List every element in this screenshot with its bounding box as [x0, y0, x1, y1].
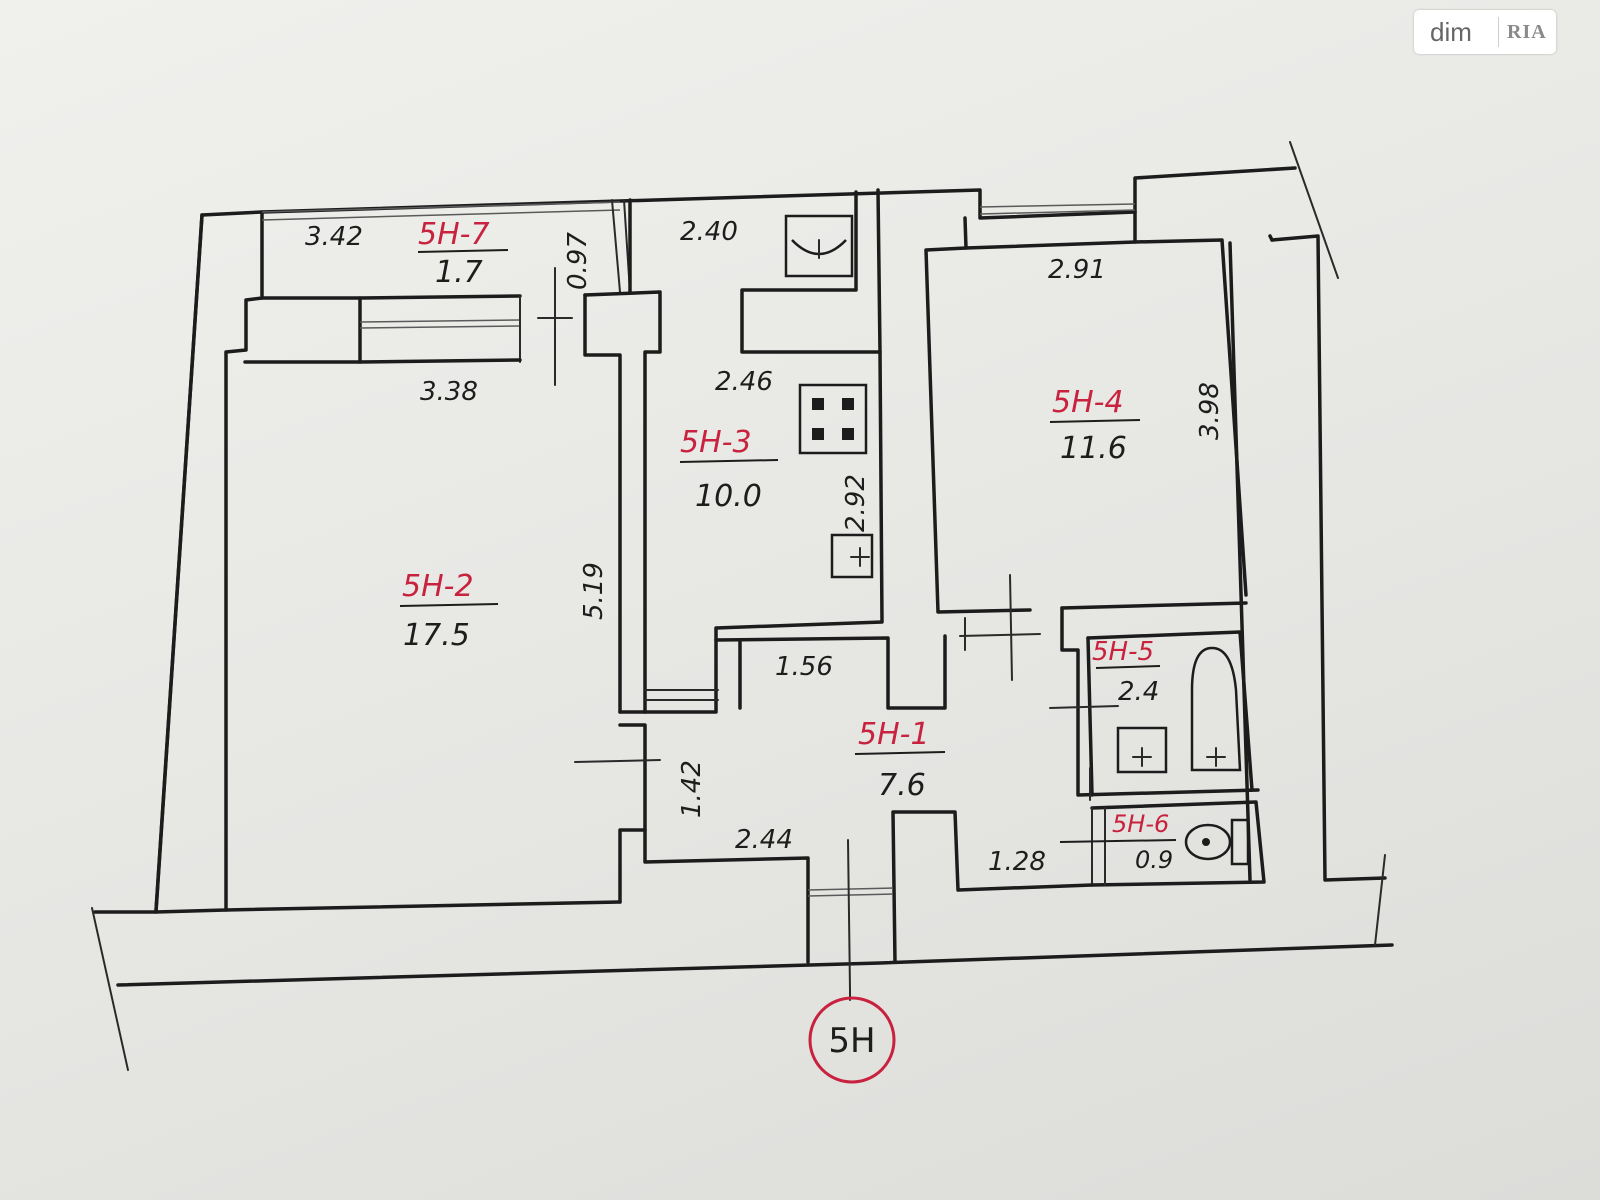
dim-hall-top: 1.56	[775, 652, 833, 682]
dim-room4-length: 3.98	[1195, 382, 1225, 440]
dim-room4-width: 2.91	[1048, 255, 1106, 285]
kitchen-sink-icon	[830, 533, 874, 579]
boiler-icon	[784, 214, 854, 278]
dim-room2-length: 5.19	[579, 562, 609, 620]
dim-corridor-bottom: 1.28	[988, 847, 1046, 877]
dim-hall-side: 1.42	[677, 760, 707, 818]
room-label-5n1: 5Н-1 7.6	[854, 717, 946, 803]
washbasin-icon	[1116, 726, 1168, 774]
dim-kitchen-length: 2.92	[841, 474, 871, 532]
dim-balcony-depth: 0.97	[563, 232, 593, 290]
bathroom-5n5	[1049, 606, 1260, 801]
logo-dim-text: dim	[1430, 16, 1472, 47]
room-5n3	[628, 188, 947, 714]
room-area: 11.6	[1060, 431, 1127, 466]
logo-divider	[1498, 17, 1499, 47]
room-labels: 5Н-7 1.7 5Н-2 17.5 5Н-3 10.0 5Н-4 11.6 5…	[399, 217, 1177, 874]
room-id: 5Н-1	[858, 717, 930, 752]
wc-5n6	[1090, 800, 1266, 887]
dim-ria-logo: dim RIA	[1414, 10, 1556, 54]
apartment-marker: 5Н	[808, 989, 896, 1084]
room-label-5n2: 5Н-2 17.5	[399, 569, 499, 653]
dim-room2-width: 3.38	[420, 377, 478, 407]
toilet-icon	[1184, 818, 1250, 866]
room-id: 5Н-5	[1092, 637, 1154, 667]
room-label-5n3: 5Н-3 10.0	[679, 425, 779, 514]
exterior-walls	[91, 141, 1394, 1071]
room-id: 5Н-3	[680, 425, 752, 460]
room-area: 0.9	[1135, 846, 1173, 874]
balcony-5n7	[243, 199, 631, 386]
room-area: 1.7	[435, 255, 483, 290]
room-area: 10.0	[695, 479, 762, 514]
dim-balcony-length: 3.42	[305, 222, 363, 252]
hall-5n1	[574, 689, 1094, 991]
dimension-labels: 3.42 0.97 3.38 5.19 2.40 2.46 2.92 2.91 …	[305, 217, 1225, 877]
bathtub-icon	[1190, 646, 1242, 772]
room-id: 5Н-7	[418, 217, 490, 252]
room-5n4	[924, 203, 1248, 681]
dim-pantry-width: 2.40	[680, 217, 738, 247]
room-area: 17.5	[403, 618, 470, 653]
apartment-code: 5Н	[828, 1021, 875, 1061]
stove-icon	[798, 383, 868, 455]
logo-ria-text: RIA	[1507, 20, 1547, 43]
room-id: 5Н-4	[1052, 385, 1124, 420]
room-label-5n4: 5Н-4 11.6	[1049, 385, 1141, 466]
room-label-5n5: 5Н-5 2.4	[1092, 637, 1161, 707]
dim-kitchen-width: 2.46	[715, 367, 773, 397]
room-label-5n6: 5Н-6 0.9	[1059, 810, 1177, 874]
room-label-5n7: 5Н-7 1.7	[417, 217, 509, 290]
room-area: 7.6	[878, 768, 926, 803]
room-id: 5Н-6	[1112, 810, 1169, 838]
dim-hall-bottom: 2.44	[735, 825, 793, 855]
room-id: 5Н-2	[402, 569, 474, 604]
room-area: 2.4	[1118, 677, 1159, 707]
